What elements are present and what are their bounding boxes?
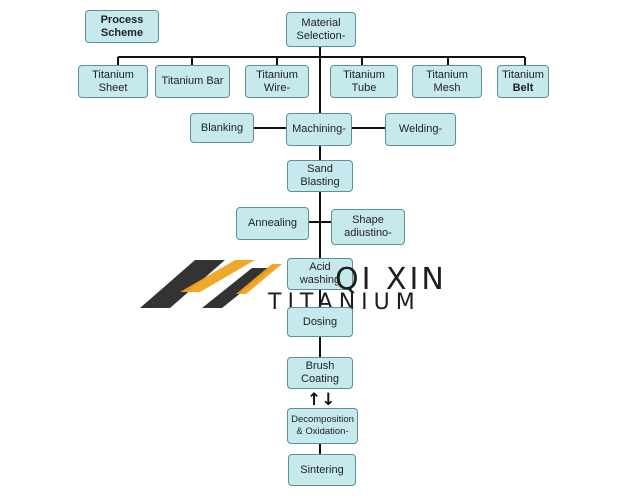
watermark-line1: QI XIN <box>335 262 447 297</box>
titanium-bar-label: Titanium Bar <box>161 75 224 87</box>
titanium-tube-label: Titanium Tube <box>343 68 385 94</box>
shape-adjusting-label: Shape adiustino- <box>344 214 392 239</box>
brush-coating-label: Brush Coating <box>301 360 339 385</box>
blanking-box: Blanking <box>190 113 254 143</box>
reversible-arrows-icon: ↑↓ <box>307 390 336 410</box>
blanking-label: Blanking <box>200 121 244 134</box>
titanium-sheet-label: Titanium Sheet <box>92 68 134 94</box>
process-scheme-label: Process Scheme <box>100 13 144 39</box>
sand-blasting-box: Sand Blasting <box>287 160 353 192</box>
acid-washing-box: Acid washing <box>287 258 353 290</box>
annealing-box: Annealing <box>236 207 309 240</box>
titanium-wire-label: Titanium Wire- <box>256 68 298 94</box>
welding-label: Welding- <box>398 123 443 135</box>
welding-box: Welding- <box>385 113 456 146</box>
material-selection-label: Material Selection- <box>296 16 346 42</box>
titanium-tube-box: Titanium Tube <box>330 65 398 98</box>
titanium-belt-line1: Titanium <box>502 68 544 81</box>
shape-adjusting-box: Shape adiustino- <box>331 209 405 245</box>
dosing-label: Dosing <box>302 315 338 328</box>
machining-box: Machining- <box>286 113 352 146</box>
decomposition-box: Decomposition & Oxidation- <box>287 408 358 444</box>
sintering-label: Sintering <box>300 463 344 476</box>
titanium-mesh-label: Titanium Mesh <box>426 68 468 94</box>
titanium-bar-box: Titanium Bar <box>155 65 230 98</box>
sintering-box: Sintering <box>288 454 356 486</box>
brush-coating-box: Brush Coating <box>287 357 353 389</box>
annealing-label: Annealing <box>248 217 297 229</box>
acid-washing-label: Acid washing <box>299 261 341 286</box>
logo-mark-icon <box>140 260 282 308</box>
titanium-mesh-box: Titanium Mesh <box>412 65 482 98</box>
material-selection-box: Material Selection- <box>286 12 356 47</box>
titanium-sheet-box: Titanium Sheet <box>78 65 148 98</box>
titanium-wire-box: Titanium Wire- <box>245 65 309 98</box>
process-scheme-box: Process Scheme <box>85 10 159 43</box>
decomposition-label: Decomposition & Oxidation- <box>291 414 354 437</box>
machining-label: Machining- <box>292 123 346 135</box>
titanium-belt-line2: Belt <box>512 81 534 94</box>
sand-blasting-label: Sand Blasting <box>300 163 340 188</box>
dosing-box: Dosing <box>287 307 353 337</box>
